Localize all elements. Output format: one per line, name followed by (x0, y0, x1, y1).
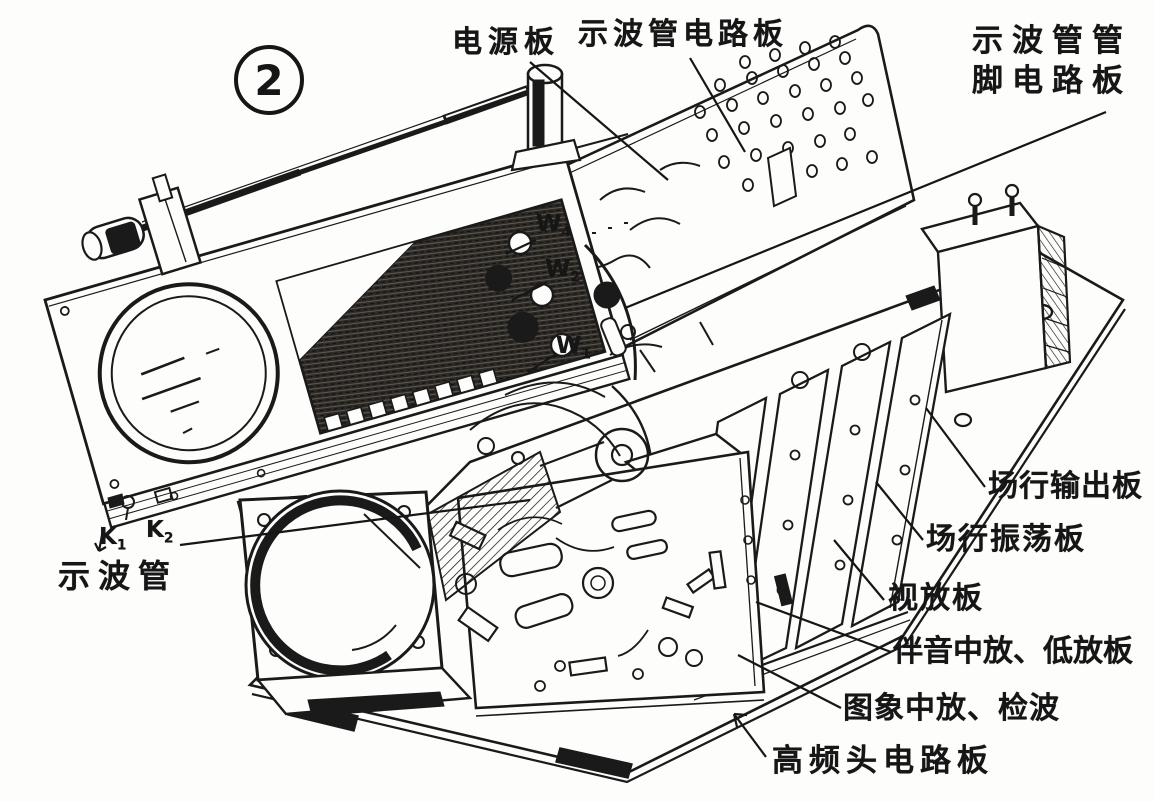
label-k2: K2 (146, 517, 174, 547)
leader-w2 (511, 283, 545, 301)
label-field-output-board: 场行输出板 (988, 469, 1143, 504)
deflection-yoke (426, 450, 562, 602)
crt-screen-bezel (97, 282, 280, 465)
cover-inner-detail (559, 146, 798, 373)
leader-lines (94, 57, 1107, 758)
leader-w1 (527, 353, 557, 373)
panel-knob (507, 311, 539, 343)
panel-front-edge-band (102, 353, 631, 530)
label-w4: W4 (536, 211, 571, 241)
leader-field-output-board (925, 407, 986, 488)
board-field-output (850, 311, 952, 629)
board-field-oscillator (794, 339, 892, 651)
leader-field-osc-board (875, 481, 924, 541)
panel-connector-row (323, 368, 499, 433)
panel-dark-window (275, 198, 607, 435)
figure-number-badge: 2 (234, 45, 304, 115)
label-video-amp-board: 视放板 (888, 581, 984, 616)
potentiometer-shafts (507, 230, 654, 471)
antenna-clamp (137, 173, 203, 276)
leader-w4 (505, 239, 537, 255)
leader-video-amp-board (833, 539, 885, 601)
figure-number: 2 (254, 55, 284, 105)
antenna-pivot-post (510, 63, 582, 172)
label-power-board: 电源板 (452, 25, 560, 60)
cover-perforation-holes (694, 35, 878, 192)
label-crt-pin-board: 示波管管 脚电路板 (972, 22, 1132, 101)
leader-picture-if-detector (737, 654, 842, 709)
crt-tube (238, 440, 613, 717)
antenna-handle (81, 216, 145, 261)
panel-knob (485, 264, 513, 292)
label-w1: W1 (556, 333, 591, 363)
crt-face (244, 489, 436, 681)
label-k1: K1 (99, 524, 127, 554)
label-tuner-board: 高频头电路板 (772, 743, 994, 779)
label-crt-pin-board-line2: 脚电路板 (972, 62, 1132, 99)
power-transformer (905, 183, 1072, 394)
leader-crt-circuit-board (689, 57, 746, 153)
label-crt: 示波管 (58, 557, 179, 595)
label-picture-if-detector: 图象中放、检波 (843, 691, 1060, 726)
top-cover-panel (554, 24, 916, 373)
label-field-osc-board: 场行振荡板 (926, 522, 1086, 557)
label-crt-pin-board-line1: 示波管管 (972, 23, 1132, 59)
leader-crt-pin-board (624, 110, 1107, 310)
k-switch-parts (107, 486, 174, 521)
leader-tuner-board (732, 712, 767, 758)
leader-sound-if-board (755, 600, 892, 654)
label-w2: W2 (545, 256, 580, 286)
leader-power-board (529, 61, 669, 181)
telescopic-antenna (81, 63, 582, 276)
label-sound-if-board: 伴音中放、低放板 (893, 634, 1133, 669)
leader-k-switches (179, 498, 531, 547)
leader-k1-arrow (94, 529, 107, 552)
label-crt-circuit-board: 示波管电路板 (578, 17, 788, 52)
